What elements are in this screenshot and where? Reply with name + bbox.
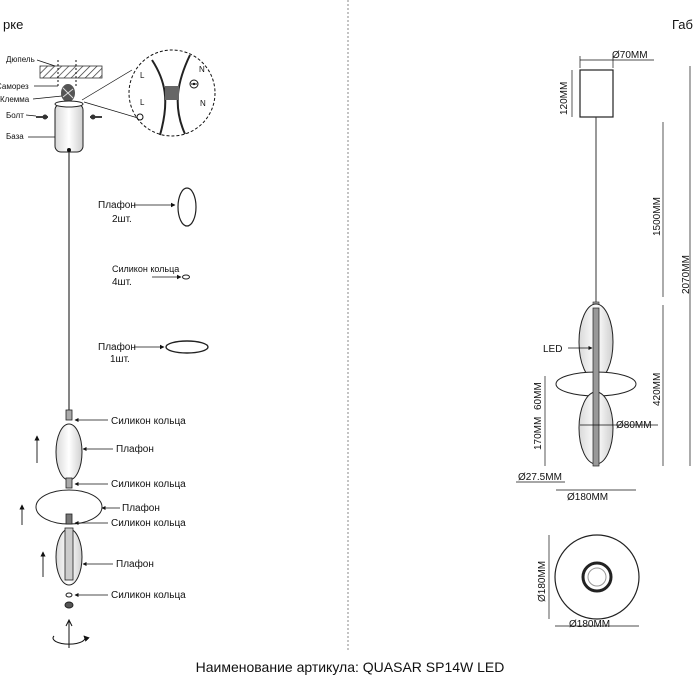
left-header: рке: [3, 17, 23, 32]
dim-led-rod: [592, 307, 600, 467]
part-shade-2-name: Плафон: [98, 199, 136, 211]
dim-top-view-diameter: Ø180MM: [569, 619, 610, 630]
stack-label-7: Силикон кольца: [111, 590, 186, 601]
ceiling-plate: [39, 65, 103, 79]
dim-disc-height: 60MM: [533, 382, 544, 410]
stack-label-1: Силикон кольца: [111, 416, 186, 427]
label-bolt: Болт: [6, 111, 24, 120]
dim-disc-diameter: Ø180MM: [567, 492, 608, 503]
dim-total-height: 2070MM: [681, 255, 692, 294]
dim-lower-diameter: Ø80MM: [616, 420, 652, 431]
stack-label-4: Плафон: [122, 502, 160, 514]
label-screw: Саморез: [0, 82, 29, 91]
ring-icon: [182, 274, 190, 280]
assembly-diagram: Дюпель Саморез Клемма Болт База N L L N …: [0, 49, 216, 648]
dim-top-view-height: Ø180MM: [537, 561, 548, 602]
right-header: Габ: [672, 17, 693, 32]
stack-label-2: Плафон: [116, 443, 154, 455]
part-rings-qty: 4шт.: [112, 277, 132, 288]
dim-base: [579, 69, 614, 118]
stack-label-5: Силикон кольца: [111, 518, 186, 529]
label-dowel: Дюпель: [6, 55, 35, 64]
dim-lower-height: 170MM: [533, 417, 544, 450]
dim-cable-length: 1500MM: [652, 197, 663, 236]
article-name: Наименование артикула: QUASAR SP14W LED: [196, 659, 505, 675]
shade-oval-icon: [177, 187, 197, 227]
part-shade-1-qty: 1шт.: [110, 354, 130, 365]
part-shade-2-qty: 2шт.: [112, 214, 132, 225]
part-rings-name: Силикон кольца: [112, 264, 179, 274]
stack-shade-upper: [55, 423, 83, 481]
wire-n-top: N: [199, 65, 205, 74]
label-base: База: [6, 132, 24, 141]
dim-rod-diameter: Ø27.5MM: [518, 472, 562, 483]
wire-l-top: L: [140, 71, 145, 80]
label-terminal: Клемма: [0, 95, 30, 104]
dimension-diagram: Ø70MM 120MM 1500MM 2070MM 420MM LED 170M…: [516, 50, 692, 630]
wire-n-bottom: N: [200, 99, 206, 108]
dim-led-label: LED: [543, 344, 562, 355]
disc-icon: [165, 340, 209, 354]
stack-label-3: Силикон кольца: [111, 479, 186, 490]
stack-label-6: Плафон: [116, 558, 154, 570]
part-shade-1-name: Плафон: [98, 341, 136, 353]
wire-l-bottom: L: [140, 98, 145, 107]
base-cup: [54, 103, 84, 153]
dim-base-height: 120MM: [559, 82, 570, 115]
dim-body-height: 420MM: [652, 373, 663, 406]
dim-base-diameter: Ø70MM: [612, 50, 648, 61]
